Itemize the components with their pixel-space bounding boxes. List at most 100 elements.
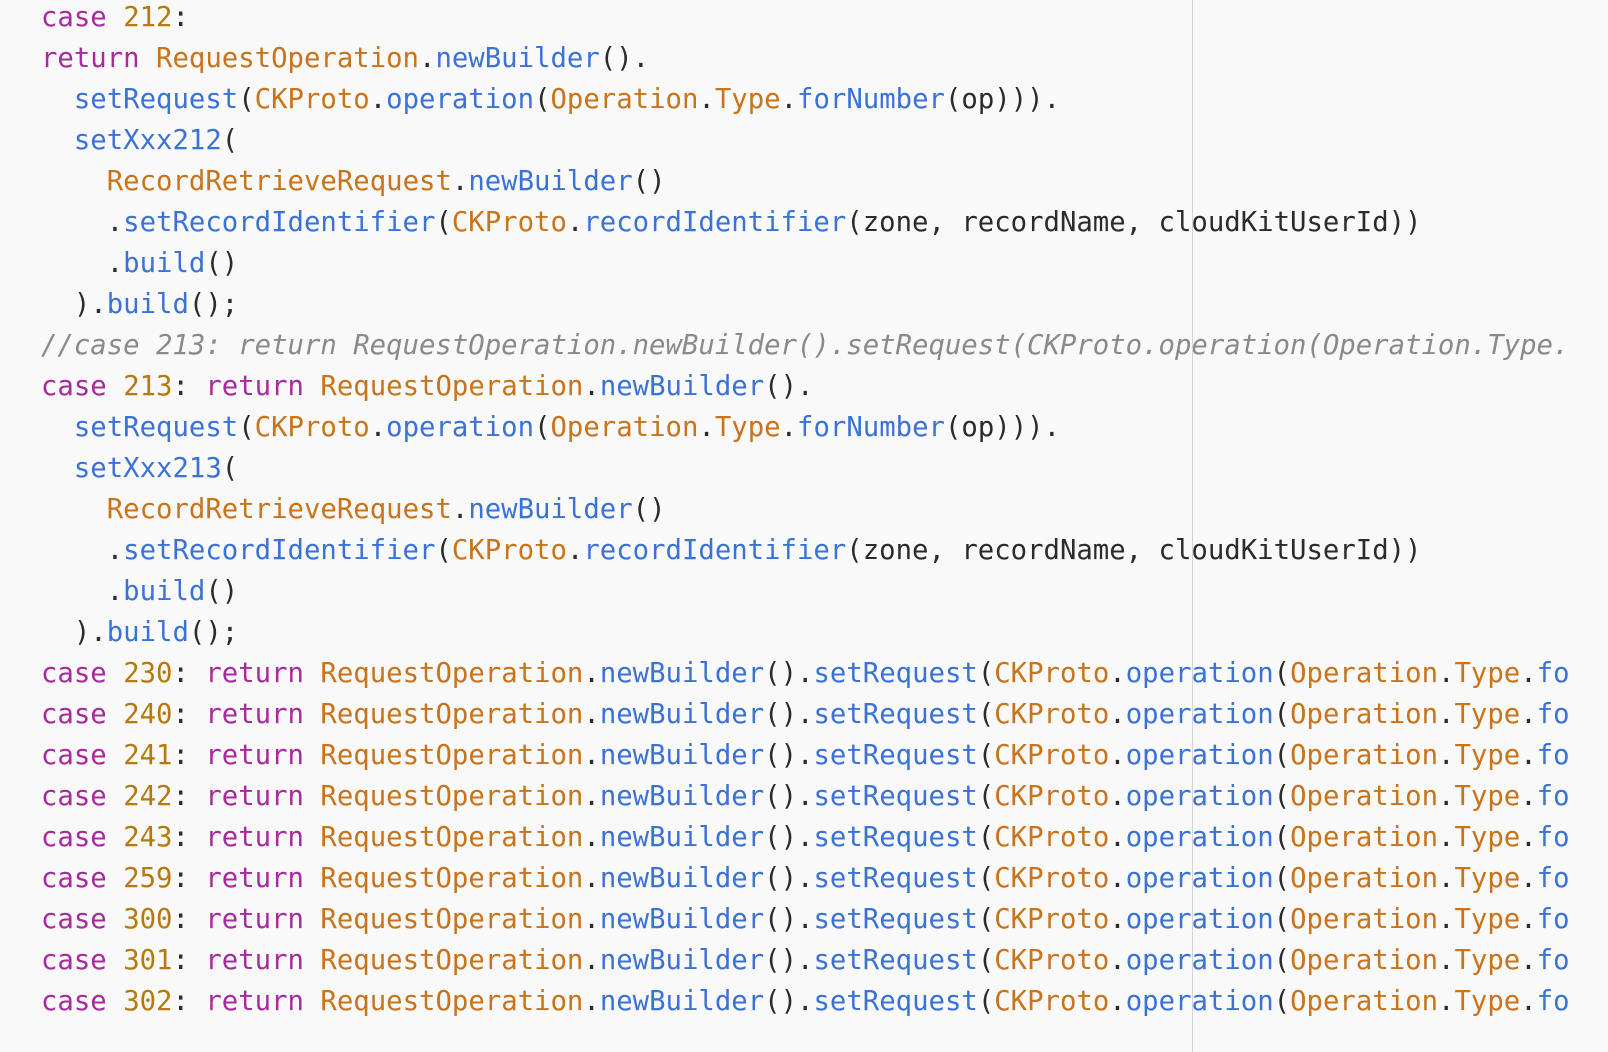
plain-token xyxy=(304,986,320,1017)
method-token: setRequest xyxy=(813,699,978,730)
code-text-area[interactable]: case 212:return RequestOperation.newBuil… xyxy=(41,0,1570,1022)
keyword-token: case xyxy=(41,2,107,33)
code-line[interactable]: case 212: xyxy=(41,0,1570,38)
type-token: Type xyxy=(1454,904,1521,935)
plain-token: . xyxy=(1109,781,1126,812)
plain-token: . xyxy=(566,207,584,238)
plain-token: ( xyxy=(435,207,452,238)
method-token: setRequest xyxy=(73,412,239,443)
keyword-token: return xyxy=(205,699,304,730)
code-line[interactable]: case 213: return RequestOperation.newBui… xyxy=(41,366,1570,407)
plain-token: : xyxy=(172,2,189,33)
code-line[interactable]: case 300: return RequestOperation.newBui… xyxy=(41,899,1570,940)
type-token: RequestOperation xyxy=(320,986,584,1017)
type-token: Operation xyxy=(1290,658,1439,689)
plain-token: ( xyxy=(1273,945,1291,976)
code-line[interactable]: //case 213: return RequestOperation.newB… xyxy=(41,325,1570,366)
number-token: 230 xyxy=(123,658,173,689)
type-token: CKProto xyxy=(994,863,1110,894)
code-line[interactable]: ).build(); xyxy=(41,612,1570,653)
code-line[interactable]: setXxx213( xyxy=(41,448,1570,489)
plain-token xyxy=(107,945,123,976)
plain-token: . xyxy=(1109,986,1126,1017)
method-token: newBuilder xyxy=(599,863,765,894)
code-line[interactable]: setXxx212( xyxy=(41,120,1570,161)
plain-token: . xyxy=(1438,740,1455,771)
plain-token: . xyxy=(1520,699,1537,730)
type-token: RequestOperation xyxy=(320,945,584,976)
method-token: setRequest xyxy=(813,740,978,771)
code-line[interactable]: case 301: return RequestOperation.newBui… xyxy=(41,940,1570,981)
plain-token: ( xyxy=(1273,740,1291,771)
keyword-token: case xyxy=(41,986,107,1017)
type-token: Type xyxy=(1454,986,1521,1017)
plain-token xyxy=(107,986,123,1017)
code-line[interactable]: RecordRetrieveRequest.newBuilder() xyxy=(41,489,1570,530)
code-line[interactable]: setRequest(CKProto.operation(Operation.T… xyxy=(41,407,1570,448)
code-line[interactable]: case 240: return RequestOperation.newBui… xyxy=(41,694,1570,735)
method-token: operation xyxy=(1125,781,1274,812)
plain-token: ( xyxy=(1273,863,1291,894)
keyword-token: case xyxy=(41,699,107,730)
type-token: CKProto xyxy=(994,658,1110,689)
keyword-token: case xyxy=(41,371,107,402)
plain-token: ( xyxy=(238,84,255,115)
code-line[interactable]: return RequestOperation.newBuilder(). xyxy=(41,38,1570,79)
method-token: newBuilder xyxy=(599,781,765,812)
plain-token: : xyxy=(172,781,206,812)
plain-token: . xyxy=(583,371,600,402)
method-token: newBuilder xyxy=(468,494,633,525)
plain-token: . xyxy=(698,84,715,115)
plain-token: . xyxy=(780,412,798,443)
method-token: build xyxy=(123,248,206,279)
plain-token: . xyxy=(451,166,469,197)
plain-token: ( xyxy=(534,84,551,115)
plain-token: (). xyxy=(764,371,814,402)
type-token: RequestOperation xyxy=(320,904,584,935)
plain-token: . xyxy=(41,207,124,238)
method-token: fo xyxy=(1536,986,1570,1017)
plain-token: (). xyxy=(764,945,814,976)
method-token: fo xyxy=(1536,781,1570,812)
plain-token: . xyxy=(1520,781,1537,812)
code-line[interactable]: case 241: return RequestOperation.newBui… xyxy=(41,735,1570,776)
method-token: recordIdentifier xyxy=(583,207,847,238)
plain-token: . xyxy=(1109,699,1126,730)
type-token: RequestOperation xyxy=(320,863,584,894)
code-line[interactable]: case 302: return RequestOperation.newBui… xyxy=(41,981,1570,1022)
code-line[interactable]: .build() xyxy=(41,243,1570,284)
code-line[interactable]: case 242: return RequestOperation.newBui… xyxy=(41,776,1570,817)
method-token: setRequest xyxy=(813,945,978,976)
method-token: newBuilder xyxy=(599,822,765,853)
code-line[interactable]: .setRecordIdentifier(CKProto.recordIdent… xyxy=(41,202,1570,243)
code-line[interactable]: case 243: return RequestOperation.newBui… xyxy=(41,817,1570,858)
code-line[interactable]: case 230: return RequestOperation.newBui… xyxy=(41,653,1570,694)
plain-token: () xyxy=(632,494,666,525)
plain-token xyxy=(304,904,320,935)
number-token: 240 xyxy=(123,699,173,730)
keyword-token: return xyxy=(205,658,304,689)
plain-token: () xyxy=(205,248,239,279)
type-token: Operation xyxy=(1290,986,1439,1017)
plain-token: . xyxy=(41,535,124,566)
method-token: fo xyxy=(1536,863,1570,894)
type-token: Operation xyxy=(1290,740,1439,771)
method-token: setRequest xyxy=(813,904,978,935)
plain-token: ( xyxy=(977,945,995,976)
code-line[interactable]: case 259: return RequestOperation.newBui… xyxy=(41,858,1570,899)
plain-token: . xyxy=(1438,863,1455,894)
method-token: fo xyxy=(1536,658,1570,689)
code-line[interactable]: setRequest(CKProto.operation(Operation.T… xyxy=(41,79,1570,120)
plain-token: (). xyxy=(764,699,814,730)
plain-token xyxy=(107,904,123,935)
code-line[interactable]: .build() xyxy=(41,571,1570,612)
method-token: setRecordIdentifier xyxy=(123,535,436,566)
code-line[interactable]: RecordRetrieveRequest.newBuilder() xyxy=(41,161,1570,202)
method-token: forNumber xyxy=(797,412,945,443)
code-line[interactable]: .setRecordIdentifier(CKProto.recordIdent… xyxy=(41,530,1570,571)
plain-token xyxy=(107,863,123,894)
type-token: CKProto xyxy=(254,84,370,115)
plain-token: ( xyxy=(1273,904,1291,935)
code-line[interactable]: ).build(); xyxy=(41,284,1570,325)
